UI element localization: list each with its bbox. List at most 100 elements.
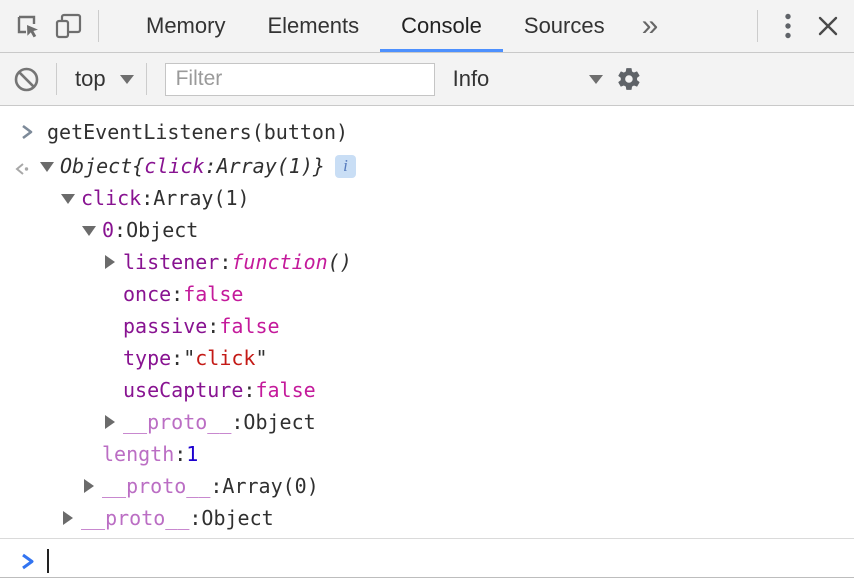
value-segment: passive	[123, 314, 208, 338]
expander-spacer	[103, 383, 117, 397]
collapse-arrow-icon[interactable]	[82, 223, 96, 237]
chevron-down-icon	[119, 74, 134, 84]
value-segment: ()	[327, 250, 352, 274]
value-segment: length	[102, 442, 175, 466]
console-output: getEventListeners(button) Object {click:…	[0, 106, 854, 578]
value-segment: function	[231, 250, 328, 274]
console-tree-row: __proto__: Object	[0, 502, 854, 534]
execution-context-selector[interactable]: top	[75, 66, 134, 92]
log-level-label: Info	[452, 66, 490, 91]
value-segment: :	[141, 186, 154, 210]
tab-elements[interactable]: Elements	[267, 13, 360, 38]
value-segment: 1	[186, 442, 199, 466]
device-toolbar-icon[interactable]	[48, 6, 88, 46]
value-segment: :	[204, 154, 217, 178]
prompt-chevron-icon	[20, 552, 35, 571]
toolbar-divider	[145, 63, 147, 95]
console-toolbar: top Info	[0, 53, 854, 106]
filter-input[interactable]	[164, 62, 435, 96]
command-chevron-icon	[20, 123, 35, 141]
value-segment: __proto__	[81, 506, 190, 530]
console-tree-row: once: false	[0, 278, 854, 310]
inspect-element-icon[interactable]	[8, 6, 48, 46]
value-segment: false	[183, 282, 244, 306]
value-segment: __proto__	[102, 474, 211, 498]
value-segment: Array(1)	[153, 186, 250, 210]
value-segment: :	[114, 218, 127, 242]
value-segment: :	[243, 378, 256, 402]
console-tree-row: length: 1	[0, 438, 854, 470]
expander-spacer	[103, 351, 117, 365]
console-tree-row: __proto__: Array(0)	[0, 470, 854, 502]
value-segment: Object	[126, 218, 199, 242]
devtools-tabbar: Memory Elements Console Sources »	[0, 0, 854, 53]
clear-console-icon[interactable]	[6, 59, 46, 99]
context-label: top	[75, 66, 106, 91]
expand-arrow-icon[interactable]	[103, 415, 117, 429]
console-tree-row: useCapture: false	[0, 374, 854, 406]
chevron-down-icon	[588, 74, 603, 84]
text-cursor	[47, 549, 49, 573]
collapse-arrow-icon[interactable]	[61, 191, 75, 205]
expander-spacer	[103, 287, 117, 301]
menu-dots-icon[interactable]	[768, 6, 808, 46]
expander-spacer	[82, 447, 96, 461]
console-prompt-row[interactable]	[0, 538, 854, 578]
console-tree-row: __proto__: Object	[0, 406, 854, 438]
value-segment: listener	[123, 250, 220, 274]
value-segment: Object	[201, 506, 274, 530]
console-tree-row: type: "click"	[0, 342, 854, 374]
panel-tabs: Memory Elements Console Sources	[125, 0, 626, 52]
expand-arrow-icon[interactable]	[103, 255, 117, 269]
returned-value-icon	[13, 158, 30, 182]
expand-arrow-icon[interactable]	[61, 511, 75, 525]
value-segment: click	[81, 186, 142, 210]
value-segment: :	[219, 250, 232, 274]
value-segment: :	[231, 410, 244, 434]
value-segment: :	[189, 506, 202, 530]
value-segment: Object	[243, 410, 316, 434]
value-segment: once	[123, 282, 172, 306]
value-segment: false	[255, 378, 316, 402]
value-segment: Array(1)	[216, 154, 313, 178]
value-segment: click	[195, 346, 256, 370]
value-segment: :	[171, 346, 184, 370]
console-tree-row: listener: function ()	[0, 246, 854, 278]
value-segment: useCapture	[123, 378, 244, 402]
console-tree-row: passive: false	[0, 310, 854, 342]
value-segment: type	[123, 346, 172, 370]
value-segment: :	[171, 282, 184, 306]
console-tree-row: click: Array(1)	[0, 182, 854, 214]
toolbar-divider	[98, 10, 99, 42]
tab-sources[interactable]: Sources	[523, 13, 605, 38]
value-segment: 0	[102, 218, 115, 242]
value-segment: Object	[60, 154, 133, 178]
value-segment: click	[144, 154, 205, 178]
tab-console[interactable]: Console	[380, 0, 503, 52]
value-segment: :	[174, 442, 187, 466]
value-segment: :	[207, 314, 220, 338]
value-segment: "	[183, 346, 196, 370]
tab-memory[interactable]: Memory	[146, 13, 226, 38]
log-level-selector[interactable]: Info	[453, 66, 603, 92]
value-segment: :	[210, 474, 223, 498]
more-tabs-icon[interactable]: »	[641, 9, 659, 42]
value-segment: false	[219, 314, 280, 338]
value-segment: __proto__	[123, 410, 232, 434]
settings-gear-icon[interactable]	[609, 59, 649, 99]
collapse-arrow-icon[interactable]	[40, 159, 54, 173]
close-icon[interactable]	[808, 6, 848, 46]
value-segment: Array(0)	[222, 474, 319, 498]
console-tree-row: Object {click: Array(1)}i	[0, 150, 854, 182]
live-object-info-badge[interactable]: i	[334, 154, 356, 178]
value-segment: {	[132, 154, 145, 178]
console-tree-row: 0: Object	[0, 214, 854, 246]
toolbar-divider	[757, 10, 758, 42]
expand-arrow-icon[interactable]	[82, 479, 96, 493]
expander-spacer	[103, 319, 117, 333]
value-segment: "	[255, 346, 268, 370]
console-command-row: getEventListeners(button)	[0, 112, 854, 150]
console-command-text: getEventListeners(button)	[47, 120, 349, 144]
toolbar-divider	[56, 63, 57, 95]
